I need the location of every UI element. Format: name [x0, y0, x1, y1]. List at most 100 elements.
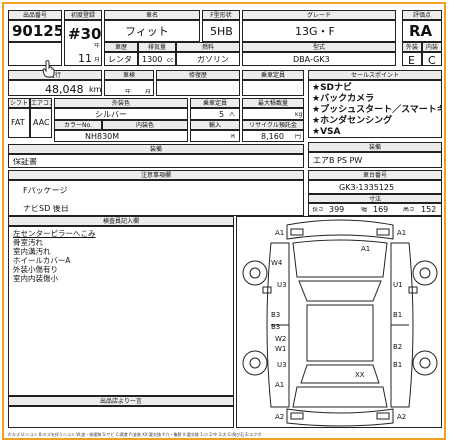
- mileage: 48,048: [45, 84, 84, 95]
- body-shape: 5HB: [210, 26, 233, 37]
- int-grade-box: C: [422, 52, 442, 66]
- import-unit: R: [231, 134, 236, 140]
- color-label: 外装色: [54, 98, 188, 108]
- exhibitor-title: 出品店より一言: [8, 396, 234, 406]
- doc-title: 装備: [8, 144, 304, 154]
- size-title: 寸法: [308, 194, 442, 203]
- inspection-box: 左センターピラーへこみ 骨室汚れ 室内溝汚れ ホイールカバーA 外装小傷有り 室…: [8, 226, 234, 396]
- damage-diagram-box: A1 A1 W4 A1 U3 U1 B3 B1 B3 W2 W1 U3 B1 B…: [236, 216, 442, 428]
- model: DBA-GK3: [293, 56, 330, 64]
- score-label: 評価点: [402, 10, 442, 20]
- mileage-box: 48,048 km: [8, 80, 102, 96]
- mark: W4: [271, 259, 283, 267]
- shaken-box: 年 月: [104, 80, 154, 96]
- seats-label: 乗車定員: [190, 98, 240, 108]
- sales-point: ★VSA: [312, 127, 341, 137]
- wheel-fl: [242, 260, 268, 286]
- mark: B3: [271, 311, 280, 319]
- mark: A2: [397, 413, 406, 421]
- shift: FAT: [11, 119, 25, 127]
- month-unit: 月: [94, 57, 101, 63]
- seats-box: 5 人: [190, 108, 240, 120]
- mark: W2: [275, 335, 286, 343]
- ext-grade: E: [408, 55, 415, 66]
- cc-label: 排気量: [138, 42, 176, 52]
- equip-title: 装備: [308, 142, 442, 152]
- shaken-month: 月: [145, 89, 152, 95]
- warranty: 保証書: [13, 158, 37, 166]
- mark: U1: [393, 281, 403, 289]
- equip-box: エアB PS PW: [308, 152, 442, 168]
- seats: 5: [219, 111, 225, 119]
- mark: A1: [361, 245, 370, 253]
- hand-cursor-icon: [42, 60, 55, 78]
- exhibitor-box: [8, 406, 234, 428]
- mark: B1: [393, 361, 402, 369]
- mark: U3: [277, 361, 287, 369]
- seats-top-label: 乗車定員: [242, 70, 304, 80]
- mark: A1: [397, 229, 406, 237]
- repair-label: 修復歴: [156, 70, 240, 80]
- cc-unit: cc: [167, 58, 174, 64]
- inspection-item: 骨室汚れ: [13, 238, 43, 247]
- mileage-unit: km: [89, 86, 102, 94]
- ext-grade-box: E: [402, 52, 422, 66]
- rear-window: [300, 364, 380, 384]
- sales-title: セールスポイント: [308, 70, 442, 80]
- mark: A2: [275, 413, 284, 421]
- mark: A1: [275, 229, 284, 237]
- wheel-fr: [412, 260, 438, 286]
- inspection-item: ホイールカバーA: [13, 256, 71, 265]
- windshield: [298, 280, 382, 302]
- fuel-box: ガソリン: [176, 52, 240, 66]
- sales-point: ★SDナビ: [312, 83, 353, 93]
- colorno: NH830M: [85, 133, 120, 141]
- len-label: 長さ: [312, 207, 325, 213]
- name-label: 車名: [104, 10, 200, 20]
- inspection-item: 室内溝汚れ: [13, 247, 51, 256]
- shaken-label: 車検: [104, 70, 154, 80]
- import-label: 輸入: [190, 120, 240, 130]
- shift-label: シフト: [8, 98, 30, 108]
- grade-box: 13G・F: [242, 20, 396, 42]
- reg-year: #30: [68, 27, 102, 42]
- year-unit: 年: [94, 43, 101, 49]
- recycle-unit: 円: [295, 134, 302, 140]
- mark: W1: [275, 345, 286, 353]
- auction-sheet: 出品番号 90125 初度登録 #30 年 11 月 車名 フィット F型形状 …: [2, 2, 446, 440]
- colorno-label: カラーNo.: [54, 120, 102, 130]
- fuel-label: 燃料: [176, 42, 240, 52]
- notes-box: Fパッケージ ナビSD 後日: [8, 180, 304, 216]
- hei-label: 高さ: [403, 207, 416, 213]
- cap-box: kg: [242, 108, 304, 120]
- shape-box: 5HB: [202, 20, 240, 42]
- recycle-box: 8,160 円: [242, 130, 304, 142]
- sales-point: ★プッシュスタート／スマートキー: [312, 105, 442, 115]
- notes-title: 注意事項欄: [8, 170, 304, 180]
- grade: 13G・F: [295, 26, 335, 37]
- chassis-box: GK3-1335125: [308, 180, 442, 194]
- height: 152: [421, 206, 437, 214]
- inspection-item: 左センターピラーへこみ: [13, 229, 96, 238]
- name-box: フィット: [104, 20, 200, 42]
- mark: B3: [271, 323, 280, 331]
- ac-box: AAC: [30, 108, 52, 138]
- wheel-rl: [242, 350, 268, 376]
- mark: XX: [355, 371, 365, 379]
- lot-number: 90125: [12, 24, 62, 39]
- wid-label: 幅: [361, 207, 368, 213]
- mileage-label: 走行: [8, 70, 102, 80]
- car-diagram: A1 A1 W4 A1 U3 U1 B3 B1 B3 W2 W1 U3 B1 B…: [242, 219, 438, 427]
- inspection-item: 外装小傷有り: [13, 265, 58, 274]
- sales-points: ★SDナビ ★バックカメラ ★プッシュスタート／スマートキー ★ホンダセンシング…: [308, 80, 442, 138]
- int-label: 内装: [422, 42, 442, 52]
- note-line: ナビSD 後日: [23, 205, 69, 213]
- width: 169: [373, 206, 389, 214]
- seats-top-box: [242, 80, 304, 96]
- cap-unit: kg: [295, 112, 303, 118]
- length: 399: [329, 206, 345, 214]
- roof: [306, 304, 374, 362]
- front-bumper: [286, 219, 394, 240]
- legend-footnote: A:キズ U:ヘコミ B:キズを伴うヘコミ W:波・修理跡 S:サビ C:腐食 …: [8, 432, 262, 437]
- cc: 1300: [142, 56, 163, 64]
